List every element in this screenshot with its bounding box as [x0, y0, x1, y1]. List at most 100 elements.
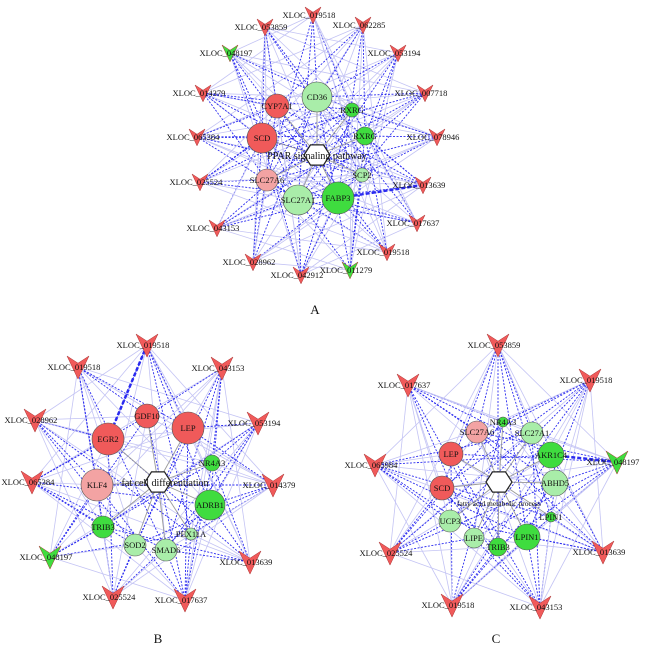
lncrna-label: XLOC_042912	[271, 270, 324, 280]
edge-lnc-gene	[451, 454, 552, 606]
lncrna-node[interactable]: XLOC_014379	[173, 84, 226, 103]
lncrna-node[interactable]: XLOC_048197	[587, 450, 640, 475]
lncrna-node[interactable]: XLOC_019518	[48, 355, 101, 380]
lncrna-node[interactable]: XLOC_048197	[20, 545, 73, 570]
gene-node[interactable]: SLC27A1	[281, 184, 315, 216]
gene-node[interactable]: KLF4	[80, 468, 114, 502]
lncrna-node[interactable]: XLOC_053859	[235, 18, 288, 37]
v-arrow-icon	[221, 44, 239, 63]
gene-node[interactable]: SLC27A6	[460, 420, 494, 444]
gene-node[interactable]: SCP2	[352, 167, 372, 183]
lncrna-node[interactable]: XLOC_028962	[223, 253, 276, 272]
gene-node[interactable]: SMAD6	[152, 538, 181, 562]
gene-node[interactable]: GDF10	[134, 403, 160, 429]
lncrna-node[interactable]: XLOC_019518	[560, 368, 613, 393]
lncrna-label: XLOC_048197	[587, 457, 640, 467]
lncrna-node[interactable]: XLOC_043153	[187, 219, 240, 238]
gene-node[interactable]: LIPE	[463, 527, 485, 549]
panel-letter: B	[154, 631, 163, 646]
gene-node[interactable]: LPIN1	[539, 511, 563, 523]
v-arrow-icon	[440, 593, 464, 618]
lncrna-node[interactable]: XLOC_017637	[387, 214, 440, 233]
gene-node[interactable]: FABP3	[321, 181, 355, 215]
panel-letter: C	[492, 631, 501, 646]
lncrna-node[interactable]: XLOC_062285	[333, 16, 386, 35]
lncrna-node[interactable]: XLOC_025524	[170, 173, 224, 192]
v-arrow-icon	[210, 356, 234, 381]
gene-node[interactable]: TRIB3	[486, 537, 510, 557]
edge-lnc-gene	[229, 52, 263, 139]
gene-node[interactable]: ADRB1	[194, 489, 226, 521]
gene-node[interactable]: AKR1C4	[535, 441, 568, 469]
gene-node[interactable]: LEP	[438, 441, 464, 467]
lncrna-node[interactable]: XLOC_078946	[407, 128, 460, 147]
gene-node[interactable]: TRIB3	[91, 515, 115, 539]
gene-node[interactable]: PEX11A	[176, 527, 207, 541]
gene-circle	[438, 509, 462, 533]
lncrna-node[interactable]: XLOC_043153	[192, 356, 245, 381]
gene-node[interactable]: NR4A3	[490, 416, 516, 428]
lncrna-node[interactable]: XLOC_019518	[422, 593, 475, 618]
gene-node[interactable]: EGR2	[91, 422, 125, 456]
lncrna-node[interactable]: XLOC_019518	[283, 6, 336, 25]
gene-node[interactable]: SLC27A6	[250, 168, 284, 192]
edge-lnc-gene	[146, 344, 192, 535]
lncrna-node[interactable]: XLOC_014379	[243, 473, 296, 498]
gene-node[interactable]: CYP7A1	[261, 93, 293, 119]
lncrna-node[interactable]: XLOC_011279	[320, 261, 373, 280]
lncrna-node[interactable]: XLOC_017637	[155, 588, 208, 613]
lncrna-node[interactable]: XLOC_013639	[393, 176, 446, 195]
lncrna-node[interactable]: XLOC_043153	[510, 595, 563, 620]
gene-node[interactable]: SCD	[246, 122, 278, 154]
gene-node[interactable]: NR4A3	[199, 454, 225, 472]
lncrna-node[interactable]: XLOC_019518	[117, 333, 170, 358]
lncrna-node[interactable]: XLOC_065384	[2, 470, 56, 495]
gene-label: UCP3	[440, 516, 461, 526]
edge-lnc-gene	[34, 419, 104, 528]
lncrna-node[interactable]: XLOC_028962	[5, 408, 58, 433]
edge-lnc-lnc	[389, 384, 409, 554]
gene-node[interactable]: CD36	[301, 81, 333, 113]
lncrna-node[interactable]: XLOC_042912	[271, 266, 324, 285]
gene-node[interactable]: LEP	[171, 411, 205, 445]
gene-node[interactable]: UCP3	[438, 509, 462, 533]
edge-lnc-lnc	[229, 52, 426, 94]
lncrna-node[interactable]: XLOC_013639	[573, 540, 626, 565]
lncrna-node[interactable]: XLOC_053859	[468, 333, 521, 358]
gene-circle	[545, 511, 557, 523]
gene-node[interactable]: ABHD5	[541, 469, 569, 497]
lncrna-node[interactable]: XLOC_025524	[83, 585, 137, 610]
gene-node[interactable]: LPIN1	[513, 523, 541, 551]
edge-lnc-gene	[364, 52, 399, 137]
gene-node[interactable]: SOD2	[123, 533, 147, 557]
edge-lnc-gene	[34, 415, 148, 421]
lncrna-node[interactable]: XLOC_007718	[395, 84, 448, 103]
edge-lnc-gene	[497, 344, 552, 518]
lncrna-node[interactable]: XLOC_017637	[378, 373, 431, 398]
edge-lnc-gene	[134, 367, 223, 546]
lncrna-label: XLOC_065384	[167, 132, 221, 142]
edge-lnc-gene	[473, 379, 591, 539]
lncrna-node[interactable]: XLOC_053194	[368, 44, 422, 63]
pathway-hub-node[interactable]: fatty acid metabolic process	[457, 471, 541, 508]
pathway-hub-node[interactable]: PPAR signaling pathway	[267, 144, 367, 166]
edge-lnc-gene	[211, 422, 259, 464]
gene-node[interactable]: RXRG	[340, 102, 364, 118]
gene-label: CD36	[307, 92, 327, 102]
edge-lnc-gene	[374, 453, 452, 466]
gene-node[interactable]: SLC27A1	[515, 421, 549, 445]
gene-node[interactable]: RXRG	[353, 126, 377, 146]
lncrna-node[interactable]: XLOC_013639	[220, 550, 273, 575]
lncrna-node[interactable]: XLOC_053194	[228, 411, 282, 436]
lncrna-label: XLOC_013639	[220, 557, 273, 567]
lncrna-node[interactable]: XLOC_065984	[345, 453, 399, 478]
gene-circle	[429, 475, 455, 501]
lncrna-node[interactable]: XLOC_019518	[357, 243, 410, 262]
gene-circle	[203, 454, 221, 472]
lncrna-node[interactable]: XLOC_065384	[167, 128, 221, 147]
pathway-hub-node[interactable]: fat cell differentiation	[122, 471, 209, 493]
lncrna-node[interactable]: XLOC_025524	[360, 541, 414, 566]
lncrna-node[interactable]: XLOC_048197	[200, 44, 253, 63]
v-arrow-icon	[292, 266, 310, 285]
gene-node[interactable]: SCD	[429, 475, 455, 501]
